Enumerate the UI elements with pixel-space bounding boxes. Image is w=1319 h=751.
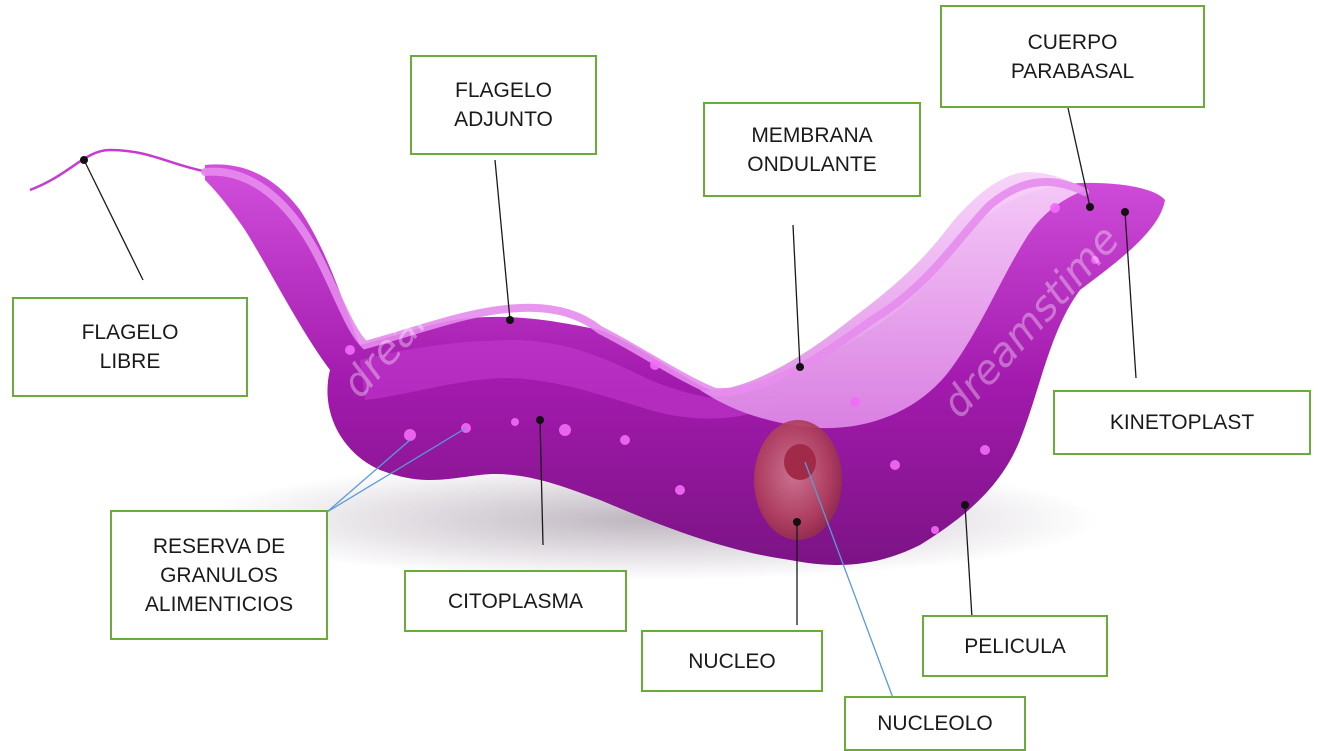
label-membrana-ondulante: MEMBRANA ONDULANTE bbox=[703, 102, 921, 197]
label-reserva-granulos: RESERVA DE GRANULOS ALIMENTICIOS bbox=[110, 510, 328, 640]
label-pelicula: PELICULA bbox=[922, 615, 1108, 677]
label-citoplasma: CITOPLASMA bbox=[404, 570, 627, 632]
label-flagelo-adjunto: FLAGELO ADJUNTO bbox=[410, 55, 597, 155]
label-kinetoplast: KINETOPLAST bbox=[1053, 390, 1311, 455]
nucleolus-shape bbox=[784, 444, 816, 480]
flagellum-whip bbox=[30, 150, 208, 190]
label-nucleolo: NUCLEOLO bbox=[844, 696, 1026, 751]
label-cuerpo-parabasal: CUERPO PARABASAL bbox=[940, 5, 1205, 108]
label-flagelo-libre: FLAGELO LIBRE bbox=[12, 297, 248, 397]
label-nucleo: NUCLEO bbox=[641, 630, 823, 692]
